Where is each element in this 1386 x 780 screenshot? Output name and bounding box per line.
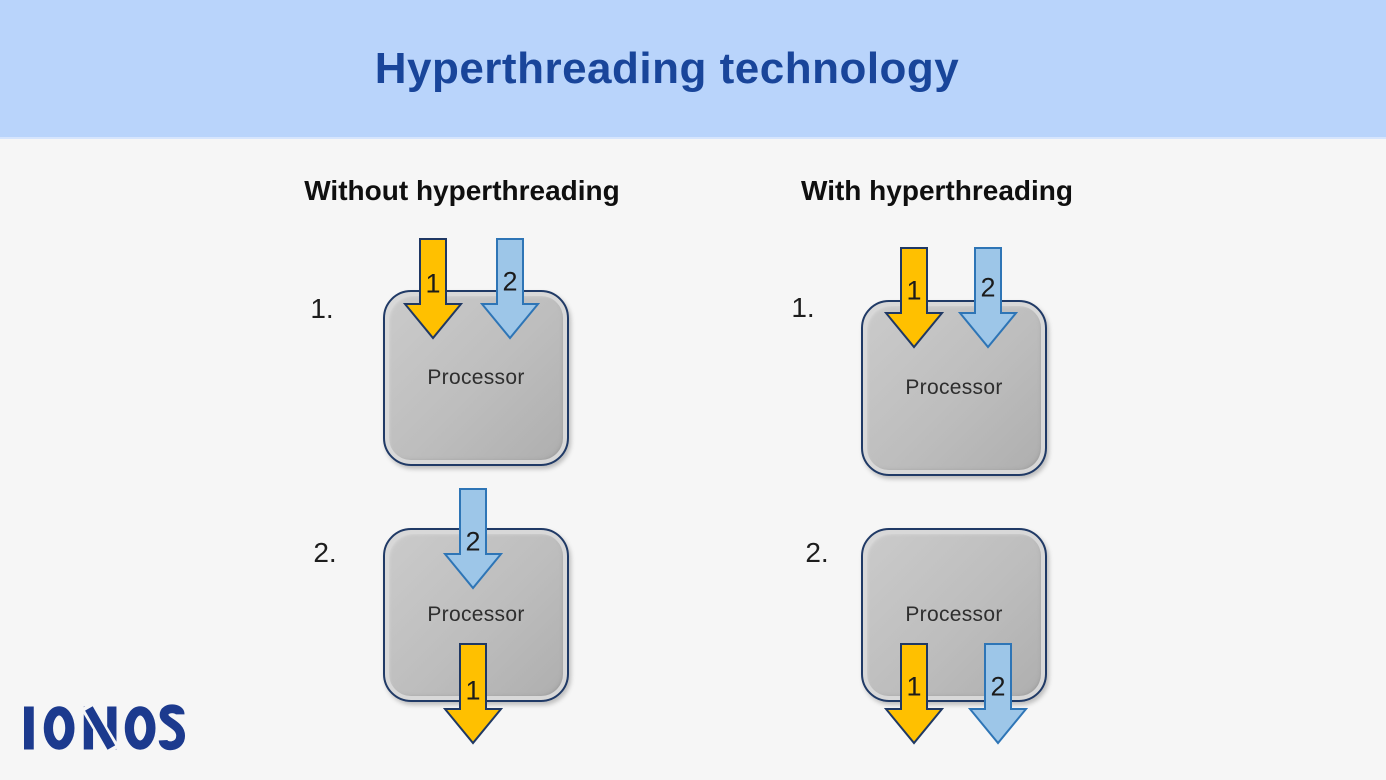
ionos-logo (24, 704, 186, 752)
column-heading-without-hyperthreading: Without hyperthreading (304, 175, 620, 206)
processor-box: Processor (861, 300, 1047, 476)
thread2-down-arrow-icon (443, 488, 503, 590)
scenario-index: 2. (313, 537, 337, 568)
thread-number-label: 1 (906, 671, 922, 702)
scenario-index: 1. (310, 293, 334, 324)
thread-number-label: 2 (502, 266, 518, 297)
thread-number-label: 1 (906, 275, 922, 306)
page-title: Hyperthreading technology (374, 44, 960, 93)
header-band: Hyperthreading technology (0, 0, 1386, 139)
thread1-down-arrow-icon (403, 238, 463, 340)
thread-number-label: 2 (990, 671, 1006, 702)
processor-box: Processor (861, 528, 1047, 702)
processor-label: Processor (905, 376, 1003, 399)
column-heading-with-hyperthreading: With hyperthreading (801, 175, 1073, 206)
thread-number-label: 1 (465, 675, 481, 706)
thread1-down-arrow-icon (884, 643, 944, 745)
thread1-down-arrow-icon (884, 247, 944, 349)
thread-number-label: 2 (465, 526, 481, 557)
processor-label: Processor (905, 603, 1003, 626)
scenario-index: 2. (805, 537, 829, 568)
thread2-down-arrow-icon (968, 643, 1028, 745)
processor-label: Processor (427, 603, 525, 626)
thread2-down-arrow-icon (480, 238, 540, 340)
thread-number-label: 1 (425, 268, 441, 299)
scenario-index: 1. (791, 292, 815, 323)
thread2-down-arrow-icon (958, 247, 1018, 349)
ionos-logo-icon (24, 704, 186, 752)
processor-label: Processor (427, 366, 525, 389)
processor-box: Processor (383, 290, 569, 466)
thread1-down-arrow-icon (443, 643, 503, 745)
thread-number-label: 2 (980, 272, 996, 303)
